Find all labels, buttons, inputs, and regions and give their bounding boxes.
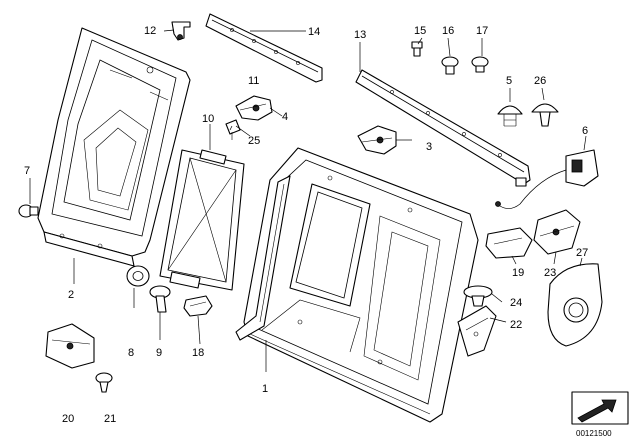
callout-26: 26 bbox=[534, 75, 546, 87]
leader-lines bbox=[29, 29, 587, 372]
part-20-mounting-plate bbox=[45, 323, 95, 369]
callout-4: 4 bbox=[282, 111, 288, 123]
part-18-clip bbox=[183, 295, 213, 317]
part-16-bolt bbox=[441, 56, 459, 75]
callout-25: 25 bbox=[248, 135, 260, 147]
callout-22: 22 bbox=[510, 319, 522, 331]
callout-14: 14 bbox=[308, 26, 320, 38]
callout-5: 5 bbox=[506, 75, 512, 87]
callout-18: 18 bbox=[192, 347, 204, 359]
callout-9: 9 bbox=[156, 347, 162, 359]
part-6-release-cable bbox=[495, 149, 599, 209]
callout-7: 7 bbox=[24, 165, 30, 177]
callout-labels: 1 2 3 4 5 6 7 8 9 10 11 12 13 14 15 16 1… bbox=[24, 25, 588, 425]
part-25-screw bbox=[225, 119, 241, 140]
part-2-left-backrest-frame bbox=[37, 27, 191, 267]
part-15-bolt bbox=[411, 41, 423, 57]
part-1-right-backrest-frame bbox=[243, 147, 479, 423]
part-21-screw bbox=[95, 372, 113, 393]
callout-21: 21 bbox=[104, 413, 116, 425]
side-trim-strip bbox=[235, 175, 291, 341]
callout-23: 23 bbox=[544, 267, 556, 279]
reference-number: 00121500 bbox=[576, 429, 612, 438]
part-8-washer bbox=[126, 265, 150, 287]
part-12-clip bbox=[171, 21, 191, 41]
callout-6: 6 bbox=[582, 125, 588, 137]
callout-11: 11 bbox=[248, 75, 259, 87]
part-9-bolt bbox=[149, 285, 171, 313]
part-23-bracket bbox=[533, 209, 581, 255]
part-4-hinge-bracket bbox=[235, 95, 273, 121]
callout-24: 24 bbox=[510, 297, 522, 309]
callout-8: 8 bbox=[128, 347, 134, 359]
callout-12: 12 bbox=[144, 25, 156, 37]
callout-19: 19 bbox=[512, 267, 524, 279]
part-27-trim-cover bbox=[547, 263, 603, 347]
callout-1: 1 bbox=[262, 383, 268, 395]
part-17-bolt bbox=[471, 56, 489, 73]
callout-2: 2 bbox=[68, 289, 74, 301]
callout-16: 16 bbox=[442, 25, 454, 37]
part-13-long-rail bbox=[355, 69, 531, 187]
part-26-cap bbox=[531, 103, 559, 127]
part-24-push-pin bbox=[463, 285, 493, 307]
part-10-wire-frame bbox=[159, 149, 245, 291]
callout-27: 27 bbox=[576, 247, 588, 259]
callout-3: 3 bbox=[426, 141, 432, 153]
part-19-cover bbox=[485, 227, 533, 259]
part-5-push-button bbox=[497, 105, 523, 127]
part-22-angled-bracket bbox=[457, 305, 497, 357]
part-7-stopper bbox=[18, 204, 39, 218]
part-3-latch bbox=[357, 125, 397, 155]
callout-20: 20 bbox=[62, 413, 74, 425]
callout-10: 10 bbox=[202, 113, 214, 125]
callout-17: 17 bbox=[476, 25, 488, 37]
callout-13: 13 bbox=[354, 29, 366, 41]
part-14-upper-rail bbox=[205, 13, 323, 83]
reference-box: 00121500 bbox=[571, 391, 629, 438]
arrow-icon bbox=[577, 399, 617, 423]
callout-15: 15 bbox=[414, 25, 426, 37]
